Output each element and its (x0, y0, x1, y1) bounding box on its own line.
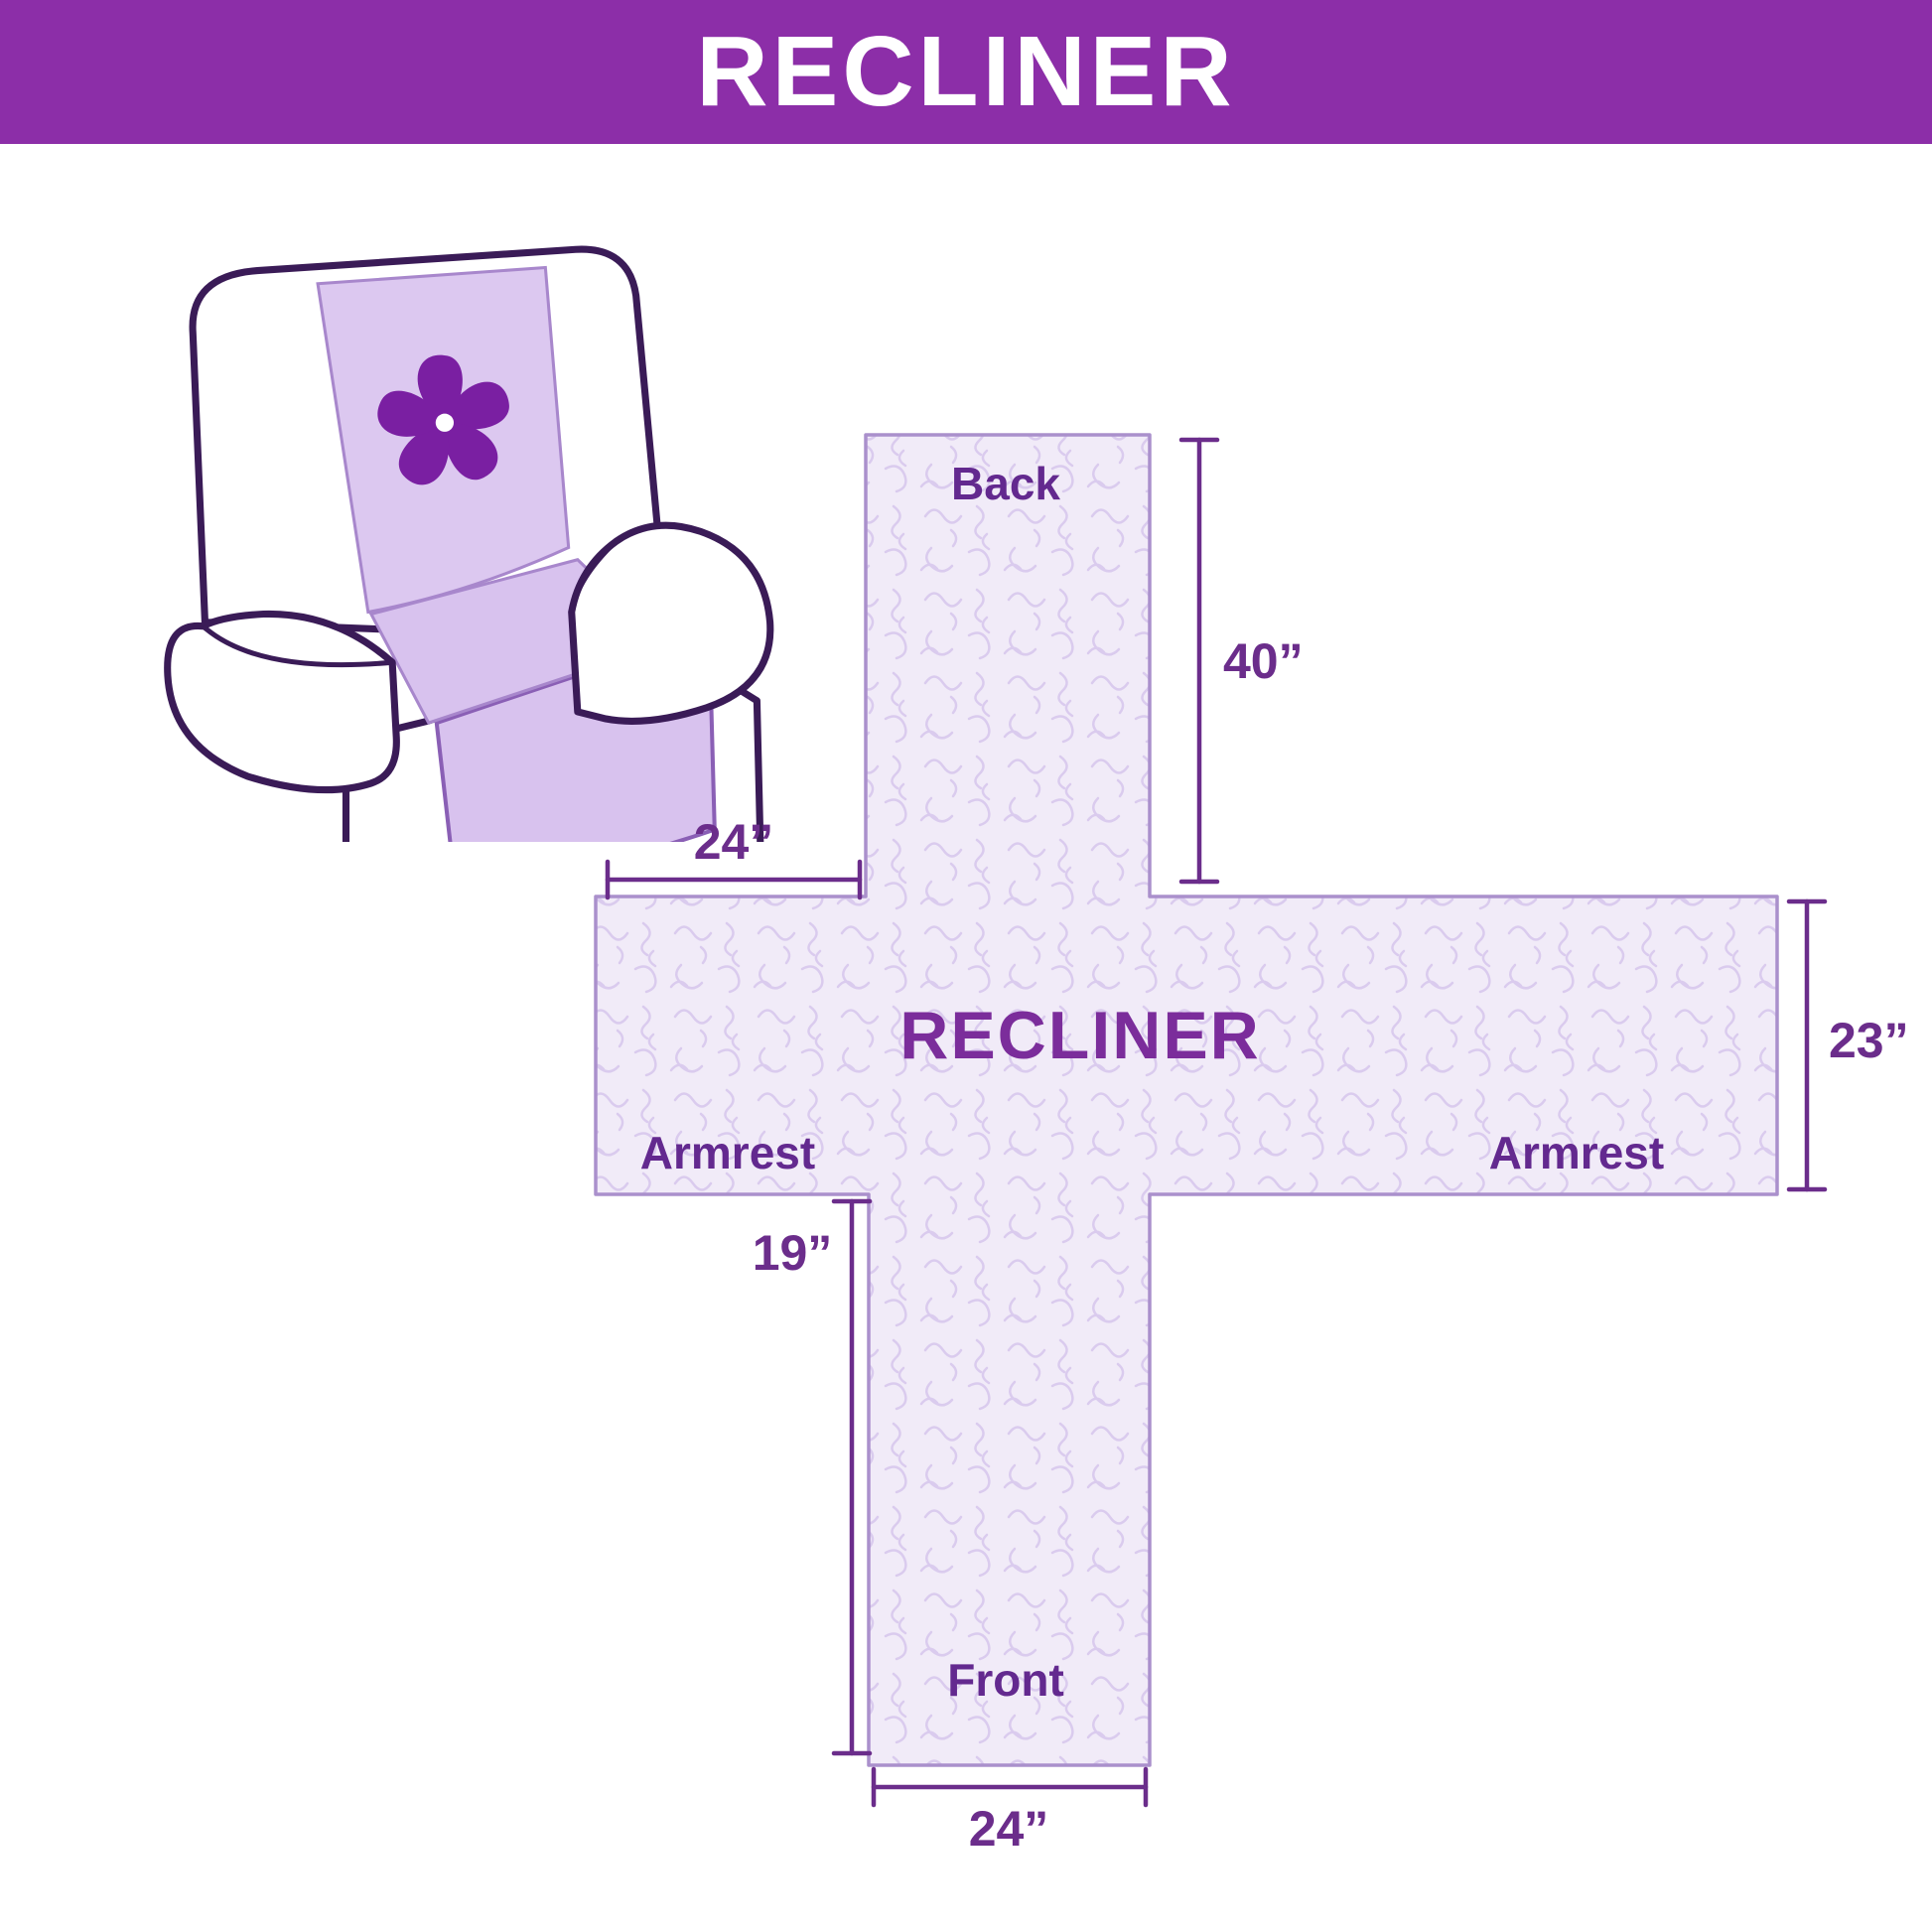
back-panel-label: Back (951, 458, 1060, 509)
dim-line-side-height (1786, 898, 1828, 1192)
chair-left-arm-roll (201, 623, 393, 668)
header-banner: RECLINER (0, 0, 1932, 144)
armrest-left-label: Armrest (639, 1127, 816, 1178)
dim-front-width-label: 24” (968, 1801, 1049, 1857)
dim-line-front-height (831, 1198, 873, 1756)
pinwheel-flower-icon (377, 354, 509, 485)
dim-arm-top-width-label: 24” (693, 814, 774, 870)
dim-line-back-height (1178, 437, 1220, 885)
diagram-center-label: RECLINER (899, 998, 1261, 1073)
page-title: RECLINER (696, 16, 1236, 127)
dim-back-height-label: 40” (1223, 633, 1304, 689)
dim-side-height-label: 23” (1829, 1013, 1909, 1068)
front-panel-label: Front (947, 1654, 1064, 1706)
chair-left-arm (164, 610, 400, 794)
armrest-right-label: Armrest (1488, 1127, 1665, 1178)
dim-front-height-label: 19” (752, 1225, 833, 1281)
recliner-chair-illustration (164, 245, 774, 842)
